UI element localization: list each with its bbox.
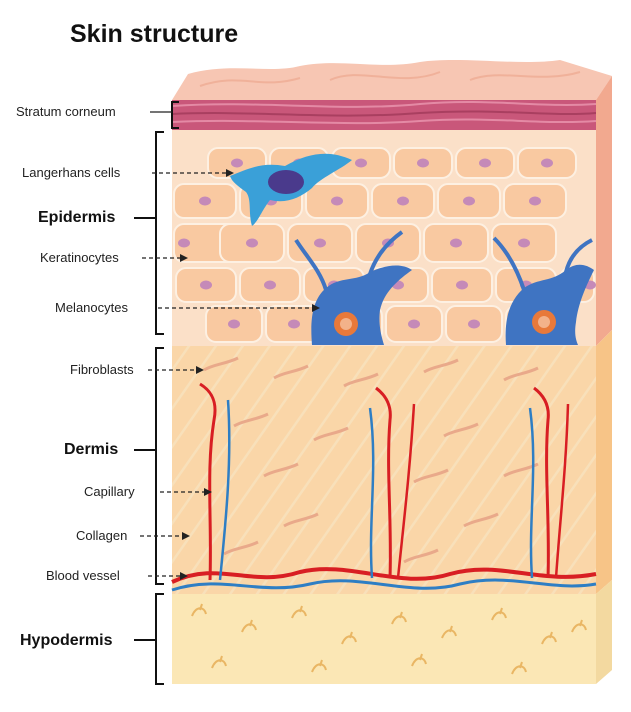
- cell-nucleus: [518, 238, 530, 248]
- adipose-mark: [341, 631, 357, 645]
- label-collagen: Collagen: [76, 528, 128, 543]
- adipose-mark: [391, 611, 407, 625]
- melanocyte-1: [294, 230, 412, 345]
- fibroblast-cell: [503, 462, 539, 478]
- cell-nucleus: [264, 280, 276, 290]
- fibroblast-cell: [443, 422, 479, 438]
- fibroblast-cell: [343, 372, 379, 388]
- adipose-mark: [571, 619, 587, 633]
- cell-nucleus: [468, 319, 480, 329]
- adipose-mark: [541, 631, 557, 645]
- adipose-mark: [511, 661, 527, 675]
- pointer-arrowheads: [180, 169, 320, 580]
- cell-nucleus: [397, 196, 409, 206]
- hypodermis-layer: [172, 594, 596, 684]
- bracket-hypodermis: [134, 593, 164, 685]
- stratum-corneum-layer: [171, 100, 597, 130]
- label-hypodermis: Hypodermis: [20, 632, 113, 649]
- fibroblast-cell: [233, 412, 269, 428]
- fibroblast-cell: [223, 540, 259, 556]
- label-stratum-corneum: Stratum corneum: [16, 104, 116, 119]
- adipose-mark: [311, 659, 327, 673]
- cell-nucleus: [479, 158, 491, 168]
- cell-nucleus: [228, 319, 240, 329]
- cell-nucleus: [246, 238, 258, 248]
- adipose-mark: [441, 625, 457, 639]
- fibroblast-cell: [283, 512, 319, 528]
- label-fibroblasts: Fibroblasts: [70, 362, 134, 377]
- cell-nucleus: [314, 238, 326, 248]
- bracket-stratum-corneum: [171, 101, 179, 129]
- adipose-marks: [191, 603, 587, 675]
- fibroblast-cell: [263, 462, 299, 478]
- fibroblast-cell: [503, 366, 539, 382]
- label-capillary: Capillary: [84, 484, 135, 499]
- cell-nucleus: [331, 196, 343, 206]
- label-blood-vessel: Blood vessel: [46, 568, 120, 583]
- adipose-mark: [241, 619, 257, 633]
- fibroblast-cell: [203, 356, 239, 372]
- bracket-epidermis: [134, 131, 164, 335]
- cell-nucleus: [417, 158, 429, 168]
- melanocyte-2: [492, 236, 594, 345]
- fibroblast-cell: [423, 358, 459, 374]
- fibroblast-cell: [273, 364, 309, 380]
- cell-nucleus: [231, 158, 243, 168]
- fibroblast-cell: [403, 548, 439, 564]
- cell-nucleus: [456, 280, 468, 290]
- cell-nucleus: [529, 196, 541, 206]
- fibroblast-cell: [313, 426, 349, 442]
- adipose-mark: [411, 653, 427, 667]
- cell-nucleus: [450, 238, 462, 248]
- blood-vessels: [171, 382, 597, 592]
- bracket-dermis: [134, 347, 164, 585]
- label-langerhans-cells: Langerhans cells: [22, 165, 121, 180]
- cell-nucleus: [200, 280, 212, 290]
- page-title: Skin structure: [70, 20, 239, 48]
- label-keratinocytes: Keratinocytes: [40, 250, 119, 265]
- fibroblasts: [203, 356, 539, 564]
- skin-surface: [172, 60, 612, 100]
- fibroblast-cell: [463, 512, 499, 528]
- adipose-mark: [211, 655, 227, 669]
- fibroblast-cell: [413, 468, 449, 484]
- cell-nucleus: [178, 238, 190, 248]
- right-side-faces: [596, 76, 612, 684]
- cell-nucleus: [199, 196, 211, 206]
- label-dermis: Dermis: [64, 441, 119, 458]
- cell-nucleus: [288, 319, 300, 329]
- adipose-mark: [191, 603, 207, 617]
- cell-nucleus: [463, 196, 475, 206]
- cell-nucleus: [408, 319, 420, 329]
- cell-nucleus: [355, 158, 367, 168]
- cell-nucleus: [541, 158, 553, 168]
- adipose-mark: [291, 605, 307, 619]
- label-epidermis: Epidermis: [38, 209, 116, 226]
- label-melanocytes: Melanocytes: [55, 300, 128, 315]
- adipose-mark: [491, 607, 507, 621]
- langerhans-cell: [230, 153, 352, 226]
- pointer-lines: [140, 111, 312, 577]
